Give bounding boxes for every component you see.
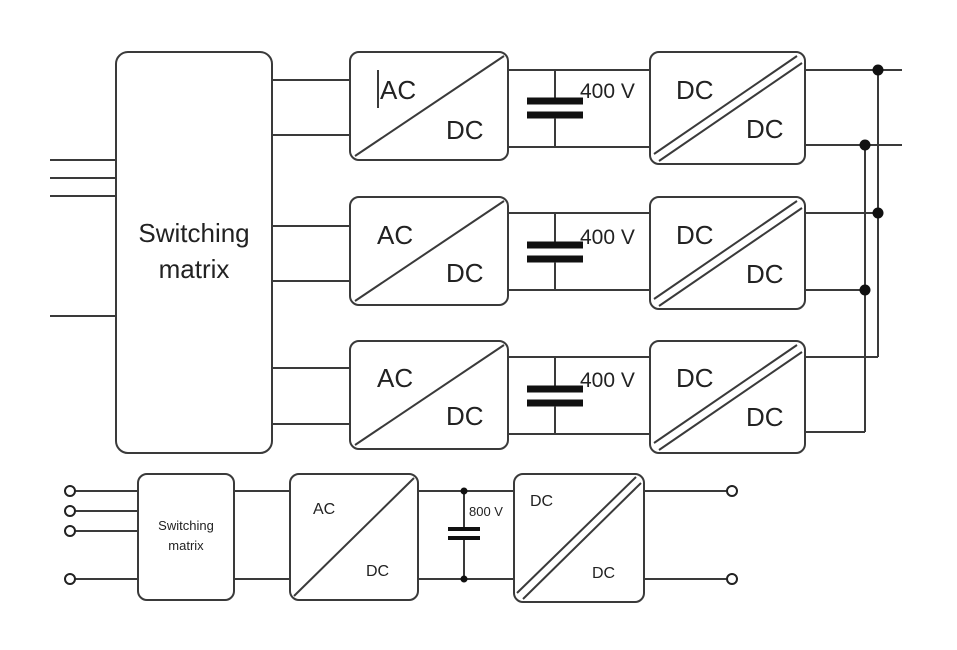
stage-3-dcdc-converter: DC DC [649, 340, 806, 454]
stage-1-dcdc-converter: DC DC [649, 51, 806, 165]
stage-1-dc-label: DC [446, 115, 484, 145]
terminal-icon [64, 485, 76, 497]
stage-1: AC DC 400 V DC DC [272, 51, 902, 165]
stage-1-capacitor [527, 70, 583, 147]
junction-dot [460, 487, 468, 495]
top-switching-matrix: Switching matrix [115, 51, 273, 454]
bottom-dc-label: DC [366, 563, 389, 580]
stage-3-ac-label: AC [377, 363, 413, 393]
bottom-dcdc-converter: DC DC [513, 473, 645, 603]
terminal-icon [726, 573, 738, 585]
terminal-icon [64, 505, 76, 517]
stage-2: AC DC 400 V DC DC [272, 196, 878, 310]
bottom-capacitor [448, 487, 480, 583]
bottom-ac-label: AC [313, 501, 335, 518]
stage-3-voltage-label: 400 V [580, 369, 635, 392]
output-bus [859, 64, 884, 432]
stage-2-dc-label: DC [446, 258, 484, 288]
terminal-icon [726, 485, 738, 497]
bottom-acdc-converter: AC DC [289, 473, 419, 601]
bottom-input-terminals [64, 485, 138, 585]
stage-2-dcdc-converter: DC DC [649, 196, 806, 310]
bottom-output-terminals [644, 485, 738, 585]
top-diagram: Switching matrix AC DC 400 V [50, 51, 902, 454]
top-switching-matrix-label-2: matrix [159, 254, 230, 284]
stage-1-voltage-label: 400 V [580, 80, 635, 103]
stage-3-dc-label: DC [446, 401, 484, 431]
junction-dot [872, 207, 884, 219]
junction-dot [460, 575, 468, 583]
stage-2-capacitor [527, 213, 583, 290]
bottom-diagram: Switching matrix AC DC 800 V [64, 473, 738, 603]
stage-2-acdc-converter: AC DC [349, 196, 509, 306]
stage-2-dcdc-out-label: DC [746, 259, 784, 289]
stage-2-voltage-label: 400 V [580, 226, 635, 249]
top-input-lines [50, 159, 116, 317]
bottom-switching-matrix-label-2: matrix [168, 538, 204, 553]
stage-2-ac-label: AC [377, 220, 413, 250]
terminal-icon [64, 525, 76, 537]
bottom-switching-matrix-label-1: Switching [158, 518, 214, 533]
terminal-icon [64, 573, 76, 585]
stage-3-dcdc-out-label: DC [746, 402, 784, 432]
top-switching-matrix-label-1: Switching [138, 218, 249, 248]
junction-dot [859, 139, 871, 151]
junction-dot [859, 284, 871, 296]
bottom-dcdc-out-label: DC [592, 565, 615, 582]
stage-3-dcdc-in-label: DC [676, 363, 714, 393]
stage-1-dcdc-in-label: DC [676, 75, 714, 105]
stage-3: AC DC 400 V DC DC [272, 340, 878, 454]
stage-2-dcdc-in-label: DC [676, 220, 714, 250]
stage-1-acdc-converter: AC DC [349, 51, 509, 161]
stage-1-dcdc-out-label: DC [746, 114, 784, 144]
stage-1-ac-label: AC [380, 75, 416, 105]
bottom-dcdc-in-label: DC [530, 493, 553, 510]
stage-3-capacitor [527, 357, 583, 434]
stage-3-acdc-converter: AC DC [349, 340, 509, 450]
bottom-switching-matrix: Switching matrix [137, 473, 235, 601]
junction-dot [872, 64, 884, 76]
bottom-voltage-label: 800 V [469, 504, 503, 519]
